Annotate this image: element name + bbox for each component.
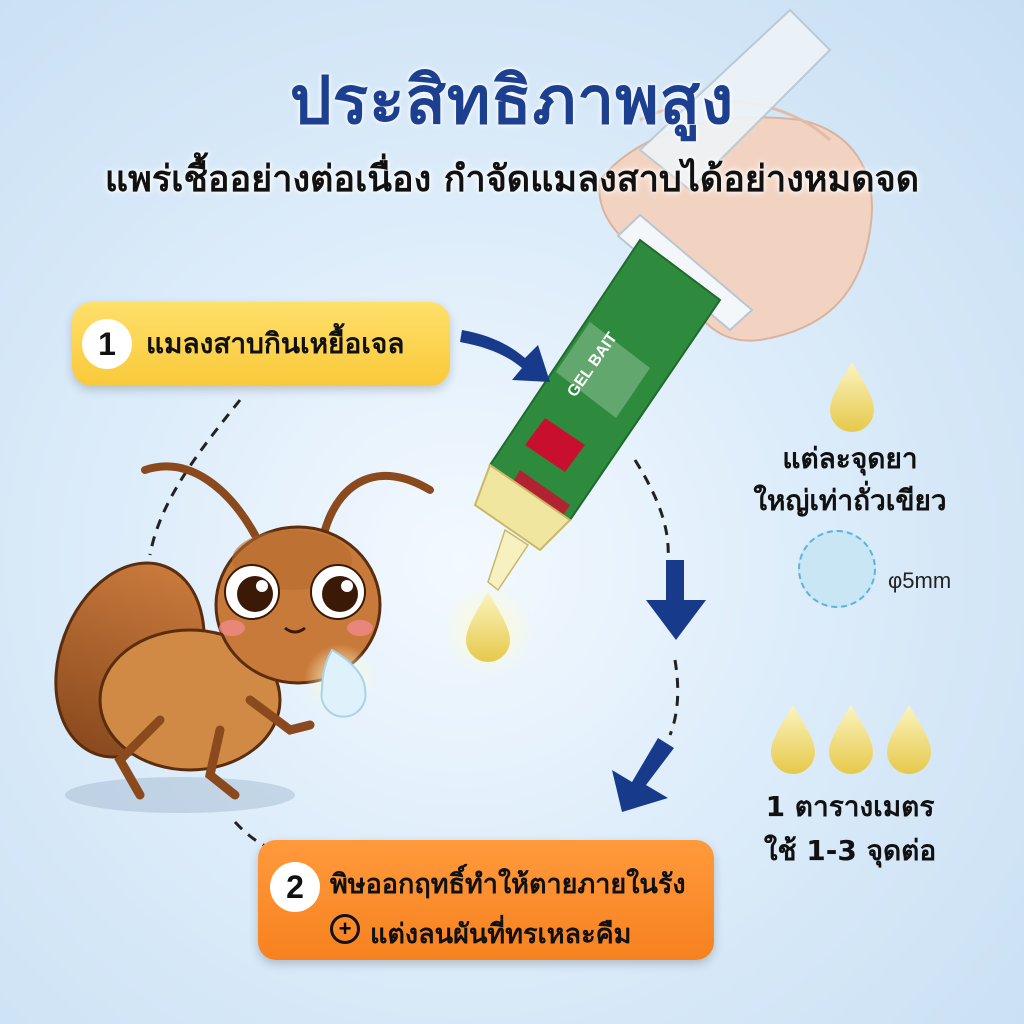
arrows xyxy=(460,330,706,812)
cycle-line-right1 xyxy=(633,459,670,561)
arrow-to-syringe xyxy=(460,330,550,382)
step-2-line2: แต่งลนผันที่ทรเหละคืม xyxy=(370,919,632,950)
syringe: GEL BAIT xyxy=(473,8,832,592)
step-1-banner: 1 แมลงสาบกินเหยื้อเจล xyxy=(72,302,450,386)
cycle-line-bottom xyxy=(233,820,281,854)
page-title: ประสิทธิภาพสูง xyxy=(289,62,735,139)
drop-size-line1: แต่ละจุดยา xyxy=(782,442,918,475)
step-1-number: 1 xyxy=(82,319,132,369)
step-2-line1: พิษออกฤทธิ์ทำให้ตายภายในรัง xyxy=(330,869,686,900)
usage-line2: ใช้ 1-3 จุดต่อ xyxy=(763,834,937,867)
step-2-number: 2 xyxy=(270,862,320,912)
plus-icon: + xyxy=(330,914,360,944)
step-2-banner: 2 พิษออกฤทธิ์ทำให้ตายภายในรัง + แต่งลนผั… xyxy=(258,840,714,960)
cockroach xyxy=(54,462,434,813)
cycle-line-right2 xyxy=(668,659,680,736)
usage-info: 1 ตารางเมตร ใช้ 1-3 จุดต่อ xyxy=(720,785,980,873)
size-circle-icon xyxy=(798,530,876,608)
usage-line1: 1 ตารางเมตร xyxy=(765,790,935,823)
arrow-down-1 xyxy=(646,560,706,640)
page-subtitle: แพร่เชื้ออย่างต่อเนื่อง กำจัดแมลงสาบได้อ… xyxy=(104,159,920,200)
three-drops-icon xyxy=(771,705,931,774)
gel-drop xyxy=(466,592,510,662)
drop-size-line2: ใหญ่เท่าถั่วเขียว xyxy=(753,484,947,517)
drop-size-info: แต่ละจุดยา ใหญ่เท่าถั่วเขียว xyxy=(720,438,980,522)
single-drop-icon xyxy=(830,362,874,432)
size-label: φ5mm xyxy=(888,568,952,593)
cycle-line-left xyxy=(148,399,242,556)
arrow-down-2 xyxy=(612,738,674,812)
step-1-label: แมลงสาบกินเหยื้อเจล xyxy=(146,327,405,360)
